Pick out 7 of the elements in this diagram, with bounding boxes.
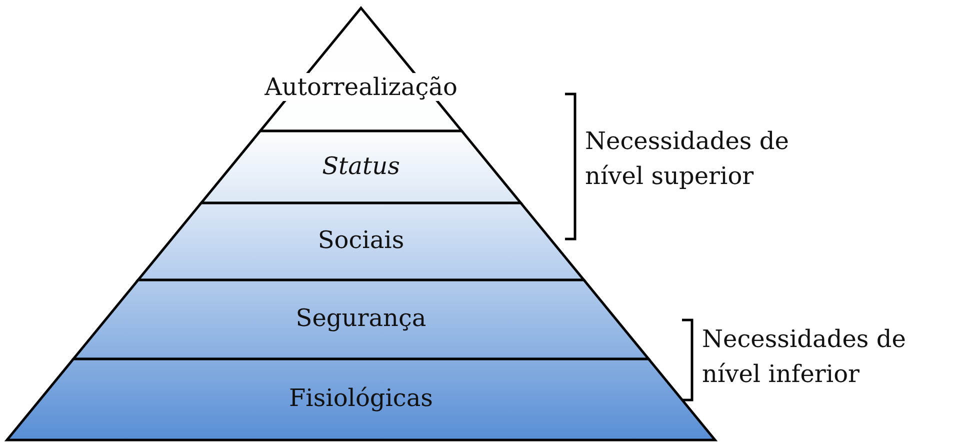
level-label: Autorrealização xyxy=(264,73,458,101)
level-label: Segurança xyxy=(296,304,426,332)
level-label: Sociais xyxy=(318,226,404,254)
group-label: Necessidades de nível superior xyxy=(585,126,790,192)
level-label: Status xyxy=(322,152,400,180)
level-label: Fisiológicas xyxy=(289,384,433,412)
group-label: Necessidades de nível inferior xyxy=(702,324,907,390)
